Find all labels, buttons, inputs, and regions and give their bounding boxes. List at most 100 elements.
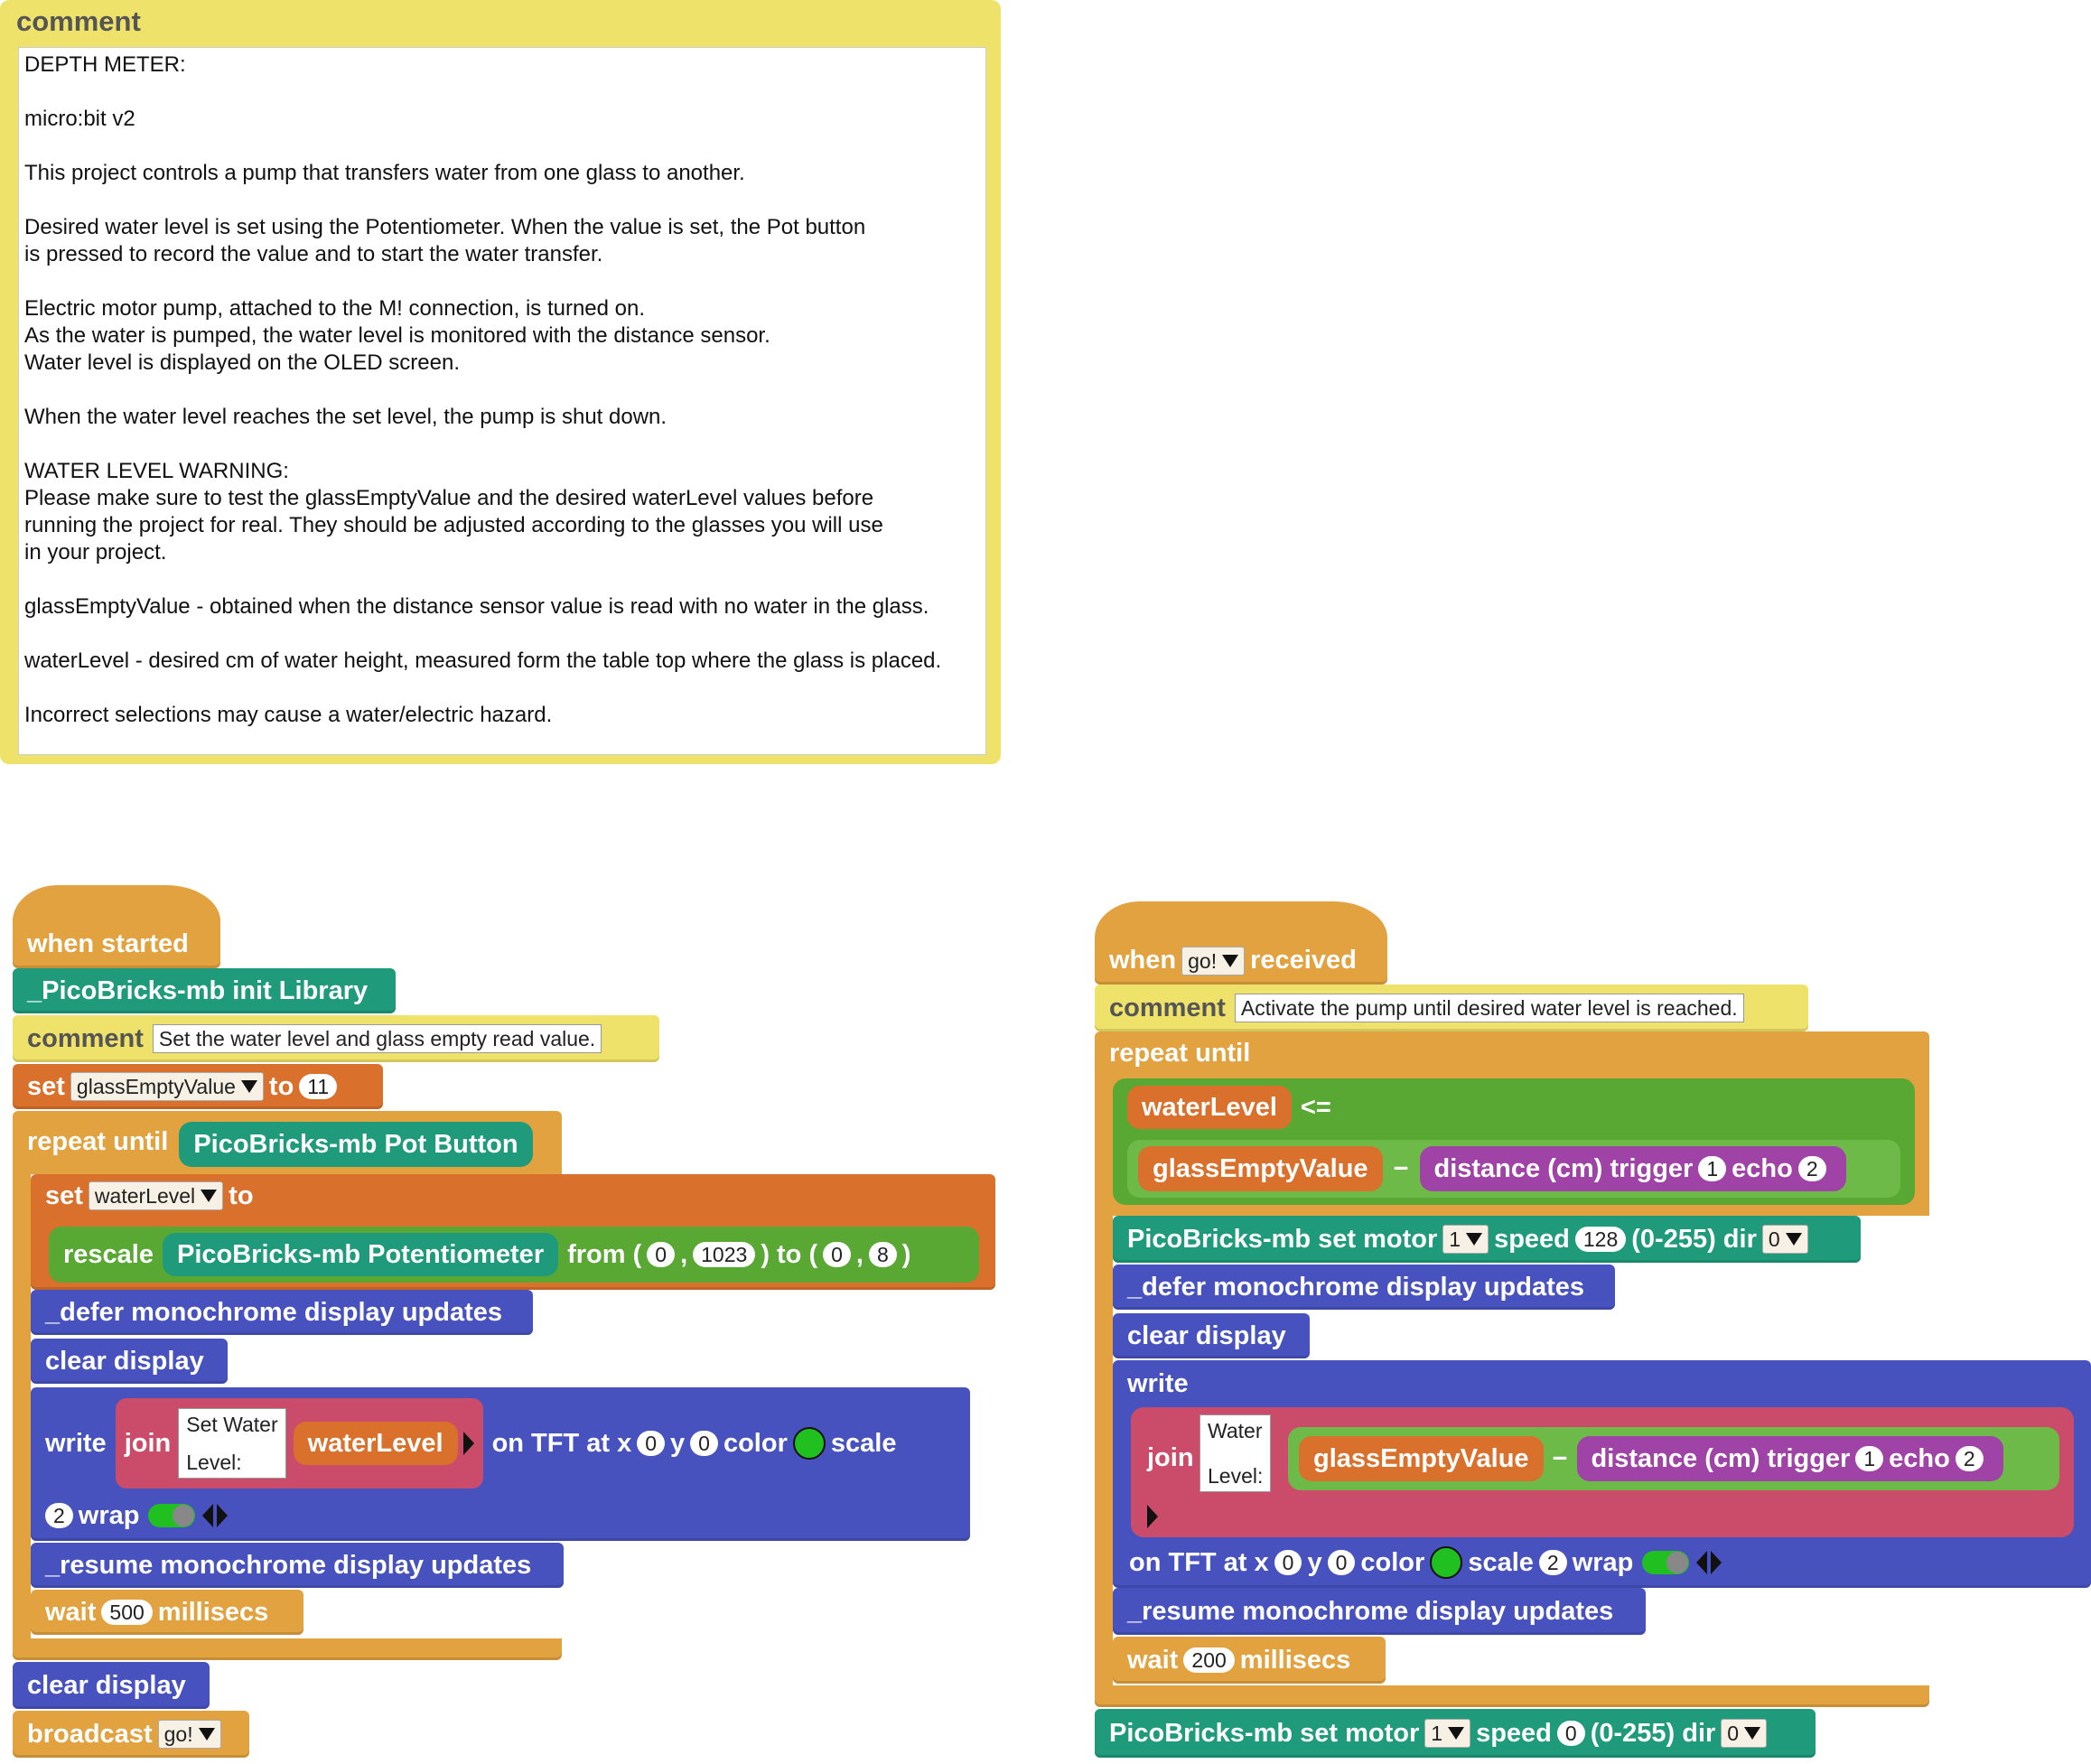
- glassemptyvalue-reporter[interactable]: glassEmptyValue: [1138, 1146, 1383, 1191]
- right-join-text-input[interactable]: Water Level:: [1200, 1414, 1272, 1492]
- clear-display-block[interactable]: clear display: [31, 1339, 228, 1384]
- message-dropdown[interactable]: go!: [1181, 947, 1246, 975]
- write-label: write: [45, 1428, 107, 1458]
- right-comment-block[interactable]: comment Activate the pump until desired …: [1095, 985, 1808, 1031]
- resume-display-block[interactable]: _resume monochrome display updates: [31, 1543, 564, 1588]
- variable-dropdown[interactable]: glassEmptyValue: [70, 1072, 264, 1101]
- expand-arrow-icon[interactable]: [1711, 1551, 1722, 1574]
- pot-button-reporter[interactable]: PicoBricks-mb Pot Button: [179, 1122, 533, 1167]
- comment-inline-label: comment: [27, 1023, 144, 1053]
- wrap-toggle[interactable]: [148, 1504, 196, 1527]
- comment-inline-text[interactable]: Set the water level and glass empty read…: [152, 1024, 602, 1053]
- right-color-swatch[interactable]: [1430, 1546, 1463, 1579]
- dropdown-arrow-icon: [1744, 1727, 1761, 1740]
- dir-dropdown[interactable]: 0: [1761, 1225, 1808, 1254]
- comment-line: is pressed to record the value and to st…: [24, 242, 603, 266]
- condition-reporter[interactable]: waterLevel <= glassEmptyValue − distance…: [1113, 1078, 1915, 1205]
- join-text-input[interactable]: Set Water Level:: [178, 1408, 286, 1479]
- y-input[interactable]: 0: [690, 1431, 718, 1456]
- collapse-arrow-icon[interactable]: [1696, 1551, 1708, 1574]
- right-echo-input[interactable]: 2: [1955, 1446, 1984, 1471]
- echo-input[interactable]: 2: [1797, 1156, 1826, 1181]
- set-value-input[interactable]: 11: [299, 1074, 338, 1099]
- potentiometer-reporter[interactable]: PicoBricks-mb Potentiometer: [163, 1233, 559, 1276]
- variable-name: glassEmptyValue: [76, 1075, 236, 1098]
- join-reporter[interactable]: join Set Water Level: waterLevel: [115, 1398, 483, 1489]
- speed-input[interactable]: 128: [1574, 1227, 1627, 1252]
- wait-input[interactable]: 500: [101, 1600, 153, 1625]
- from-min-input[interactable]: 0: [647, 1242, 676, 1267]
- right-x-input[interactable]: 0: [1274, 1550, 1302, 1575]
- dir2-dropdown[interactable]: 0: [1721, 1719, 1768, 1748]
- set2-label: set: [45, 1181, 83, 1210]
- right-millisecs-label: millisecs: [1239, 1645, 1351, 1675]
- right-y-label: y: [1307, 1547, 1322, 1577]
- set-motor-2-label: PicoBricks-mb set motor: [1109, 1718, 1420, 1748]
- defer-display-block[interactable]: _defer monochrome display updates: [31, 1290, 533, 1335]
- comment-text-area[interactable]: DEPTH METER: micro:bit v2 This project c…: [18, 47, 986, 755]
- variable2-dropdown[interactable]: waterLevel: [88, 1181, 224, 1210]
- to-max-input[interactable]: 8: [868, 1242, 897, 1267]
- subtract-reporter[interactable]: glassEmptyValue − distance (cm) trigger …: [1127, 1140, 1900, 1198]
- write-block[interactable]: write join Set Water Level: waterLevel o…: [31, 1387, 970, 1541]
- set-glassemptyvalue-block[interactable]: set glassEmptyValue to 11: [13, 1064, 383, 1109]
- to-min-input[interactable]: 0: [823, 1242, 851, 1267]
- set-motor-block-2[interactable]: PicoBricks-mb set motor 1 speed 0 (0-255…: [1095, 1709, 1816, 1758]
- right-y-input[interactable]: 0: [1327, 1550, 1356, 1575]
- motor2-dropdown[interactable]: 1: [1424, 1719, 1471, 1748]
- set-motor-label: PicoBricks-mb set motor: [1127, 1224, 1438, 1254]
- speed2-input[interactable]: 0: [1556, 1721, 1585, 1746]
- right-expand-arrow-icon[interactable]: [1147, 1505, 1158, 1528]
- comment-block[interactable]: comment DEPTH METER: micro:bit v2 This p…: [0, 0, 1001, 764]
- comment-line: [24, 133, 980, 160]
- right-distance-reporter[interactable]: distance (cm) trigger 1 echo 2: [1576, 1436, 2003, 1481]
- init-library-block[interactable]: _PicoBricks-mb init Library: [13, 968, 396, 1013]
- expand-arrow-icon[interactable]: [462, 1432, 474, 1455]
- right-resume-block[interactable]: _resume monochrome display updates: [1113, 1588, 1646, 1635]
- expand-arrow-icon[interactable]: [217, 1504, 229, 1527]
- comment-inline-block[interactable]: comment Set the water level and glass em…: [13, 1015, 659, 1062]
- color-swatch[interactable]: [792, 1427, 826, 1460]
- when-started-hat[interactable]: when started: [13, 885, 220, 968]
- right-arrows-control[interactable]: [1696, 1551, 1722, 1574]
- trigger-input[interactable]: 1: [1698, 1156, 1727, 1181]
- x-input[interactable]: 0: [637, 1431, 666, 1456]
- waterlevel-reporter[interactable]: waterLevel: [293, 1422, 458, 1465]
- broadcast-dropdown[interactable]: go!: [157, 1720, 221, 1749]
- collapse-arrow-icon[interactable]: [202, 1504, 214, 1527]
- comment-line: micro:bit v2: [24, 107, 135, 131]
- rescale-reporter[interactable]: rescale PicoBricks-mb Potentiometer from…: [49, 1227, 979, 1283]
- right-repeat-label: repeat until: [1109, 1039, 1251, 1068]
- clear-display-block-2[interactable]: clear display: [13, 1662, 210, 1709]
- right-resume-label: _resume monochrome display updates: [1127, 1596, 1614, 1626]
- on-tft-label: on TFT at x: [491, 1428, 632, 1458]
- right-wait-input[interactable]: 200: [1183, 1647, 1235, 1673]
- comment-line: glassEmptyValue - obtained when the dist…: [24, 594, 929, 619]
- right-wait-block[interactable]: wait 200 millisecs: [1113, 1637, 1386, 1684]
- right-glassemptyvalue-reporter[interactable]: glassEmptyValue: [1299, 1436, 1544, 1481]
- comment-line: This project controls a pump that transf…: [24, 161, 745, 185]
- broadcast-label: broadcast: [27, 1719, 153, 1749]
- waterlevel-reporter-right[interactable]: waterLevel: [1127, 1086, 1292, 1129]
- wait-block[interactable]: wait 500 millisecs: [31, 1590, 303, 1635]
- right-wrap-toggle[interactable]: [1642, 1551, 1690, 1574]
- right-comment-text[interactable]: Activate the pump until desired water le…: [1234, 994, 1744, 1022]
- when-received-hat[interactable]: when go! received: [1095, 901, 1387, 985]
- right-defer-block[interactable]: _defer monochrome display updates: [1113, 1265, 1615, 1310]
- comment-line: DEPTH METER:: [24, 52, 186, 77]
- right-join-text-line-2: Level:: [1208, 1464, 1264, 1488]
- arrows-control[interactable]: [202, 1504, 229, 1527]
- condition-row-1: waterLevel <=: [1127, 1086, 1331, 1129]
- from-max-input[interactable]: 1023: [693, 1242, 756, 1267]
- right-scale-input[interactable]: 2: [1538, 1550, 1567, 1575]
- distance-reporter[interactable]: distance (cm) trigger 1 echo 2: [1419, 1146, 1846, 1191]
- right-trigger-input[interactable]: 1: [1855, 1446, 1884, 1471]
- right-clear-display-block[interactable]: clear display: [1113, 1313, 1310, 1358]
- right-subtract-reporter[interactable]: glassEmptyValue − distance (cm) trigger …: [1288, 1427, 2059, 1490]
- dropdown-arrow-icon: [1785, 1233, 1802, 1246]
- right-join-reporter[interactable]: join Water Level: glassEmptyValue − dist…: [1131, 1407, 2074, 1537]
- motor-dropdown[interactable]: 1: [1442, 1225, 1489, 1254]
- scale-input[interactable]: 2: [45, 1503, 73, 1528]
- set-motor-block[interactable]: PicoBricks-mb set motor 1 speed 128 (0-2…: [1113, 1216, 1861, 1263]
- broadcast-block[interactable]: broadcast go!: [13, 1711, 249, 1758]
